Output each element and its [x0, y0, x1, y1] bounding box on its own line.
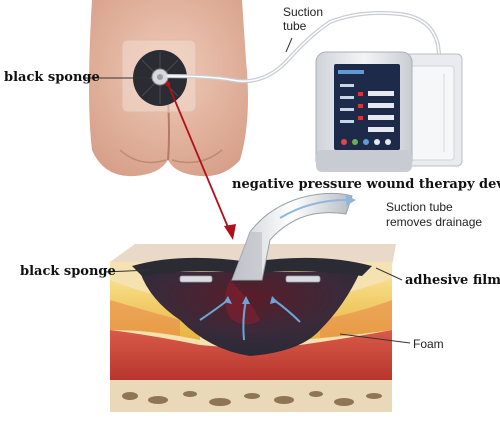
- label-foam: Foam: [413, 337, 444, 351]
- tissue-cross-section: [110, 244, 396, 412]
- label-suction-tube-top: Suction tube: [283, 5, 323, 33]
- device-screen-icon: [334, 64, 400, 150]
- label-npwt-device: negative pressure wound therapy device: [232, 177, 500, 192]
- suction-port-icon: [151, 68, 169, 86]
- label-black-sponge-section: black sponge: [20, 264, 116, 279]
- suction-tube-section: [231, 192, 356, 281]
- label-removes-line1: Suction tube: [386, 200, 453, 214]
- label-adhesive-film: adhesive film: [405, 273, 500, 288]
- flow-arrow-icon: [165, 81, 236, 240]
- label-removes-line2: removes drainage: [386, 215, 483, 229]
- label-suction-line1: Suction: [283, 5, 324, 19]
- label-black-sponge-top: black sponge: [4, 70, 100, 85]
- label-suction-line2: tube: [283, 19, 307, 33]
- label-suction-removes-drainage: Suction tube removes drainage: [386, 200, 482, 230]
